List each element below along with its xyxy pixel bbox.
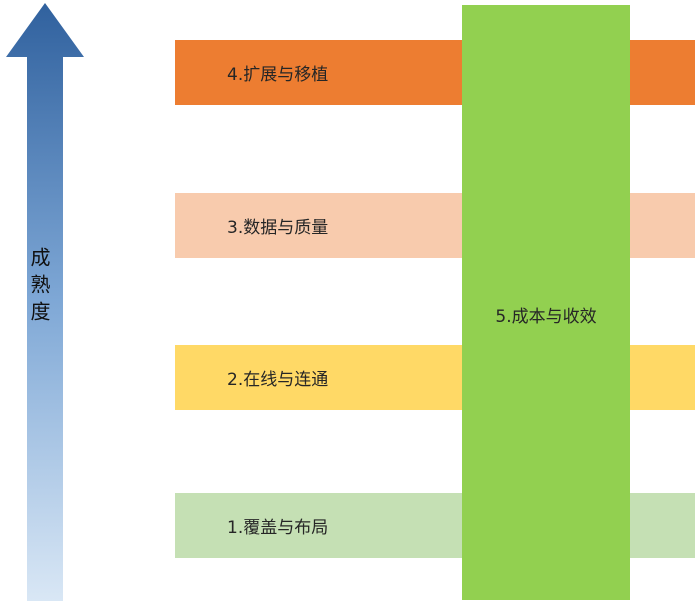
- axis-label-maturity: 成熟度: [27, 247, 51, 328]
- level-label-1: 1.覆盖与布局: [227, 518, 329, 538]
- up-arrow-icon: [6, 3, 84, 601]
- overlay-bar-5: 5.成本与收效: [462, 5, 630, 600]
- level-label-4: 4.扩展与移植: [227, 65, 329, 85]
- level-label-3: 3.数据与质量: [227, 218, 329, 238]
- level-label-2: 2.在线与连通: [227, 370, 329, 390]
- maturity-axis-arrow: [6, 3, 84, 601]
- overlay-label-5: 5.成本与收效: [495, 307, 597, 327]
